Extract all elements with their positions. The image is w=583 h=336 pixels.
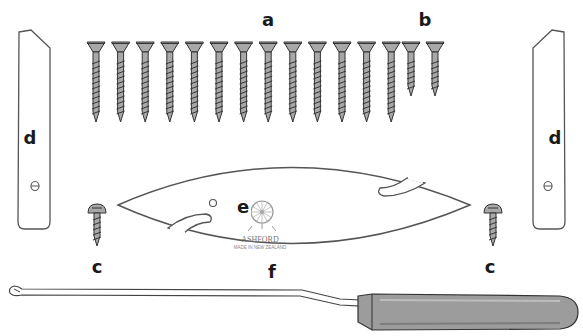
part-letter: b [419,11,432,29]
screwdriver [10,286,579,330]
maker-mark: ASHFORD [241,235,278,244]
wood-screw [426,42,444,96]
bracket-hole [31,182,39,191]
wood-screw [136,42,154,122]
threading-hook: eASHFORDMADE IN NEW ZEALAND [110,150,480,260]
hook-outline [110,150,480,260]
wood-screw [402,42,420,96]
screw-set [87,42,444,122]
wood-screw [87,42,105,122]
part-letter: c [485,258,496,276]
part-letter: a [262,11,274,29]
wood-screw [333,42,351,122]
part-letter: d [23,128,38,148]
wood-screw [308,42,326,122]
wood-screw [185,42,203,122]
part-letter: e [235,195,251,218]
maker-mark: MADE IN NEW ZEALAND [234,245,287,250]
wood-screw [358,42,376,122]
wood-screw [284,42,302,122]
wood-screw [210,42,228,122]
part-letter: c [92,258,103,276]
bracket [533,30,565,229]
wood-screw [235,42,253,122]
pan-screw [484,204,502,246]
bracket-hole [544,182,552,191]
part-letter: d [548,128,563,148]
pan-screw [88,204,106,246]
wood-screw [382,42,400,122]
wood-screw [112,42,130,122]
bracket [18,30,50,229]
wood-screw [259,42,277,122]
part-letter: f [268,263,276,281]
wood-screw [161,42,179,122]
